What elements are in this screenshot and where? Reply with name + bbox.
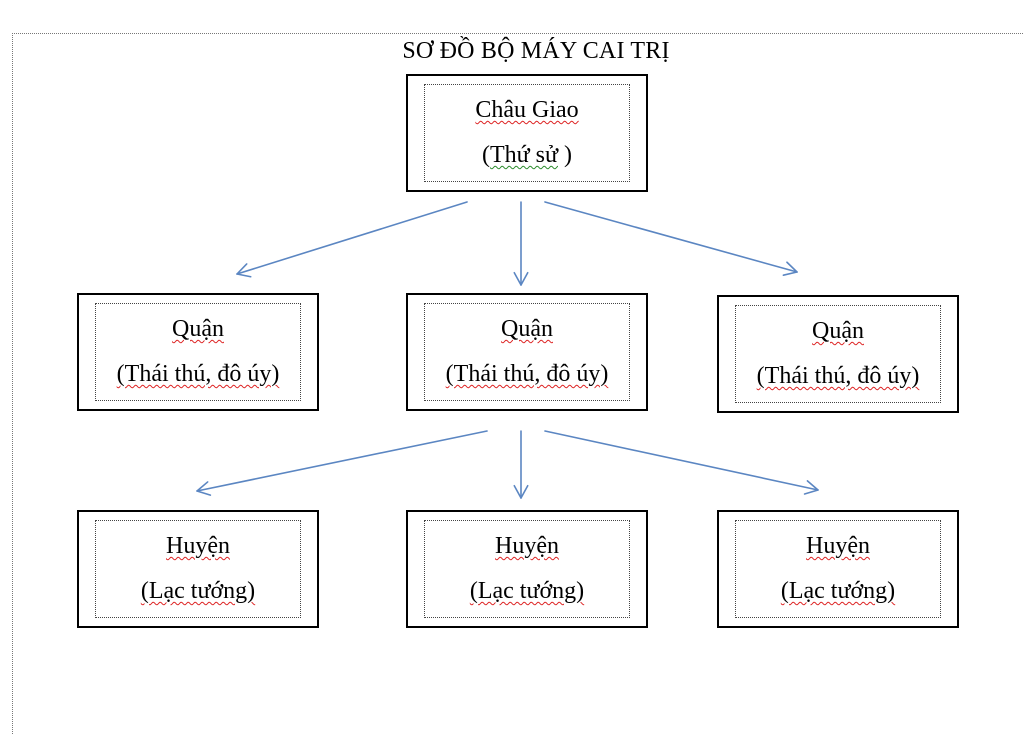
huyen-box-right: Huyện (Lạc tướng) [717, 510, 959, 628]
arrows-layer [196, 201, 819, 499]
huyen-name-right: Huyện [806, 533, 870, 559]
arrow-to-quan-center [513, 201, 529, 286]
quan-name-center: Quận [501, 316, 553, 342]
quan-inner-left: Quận (Thái thú, đô úy) [95, 303, 301, 401]
huyen-inner-center: Huyện (Lạc tướng) [424, 520, 630, 618]
quan-role-left: (Thái thú, đô úy) [116, 361, 280, 387]
page-border [12, 33, 1024, 734]
huyen-box-left: Huyện (Lạc tướng) [77, 510, 319, 628]
chau-giao-name: Châu Giao [475, 97, 579, 123]
chau-giao-role: (Thứ sử ) [481, 142, 572, 168]
huyen-role-center: (Lạc tướng) [469, 578, 585, 604]
huyen-inner-left: Huyện (Lạc tướng) [95, 520, 301, 618]
arrow-to-huyen-center [513, 430, 529, 499]
quan-box-right: Quận (Thái thú, đô úy) [717, 295, 959, 413]
huyen-name-left: Huyện [166, 533, 230, 559]
arrow-to-huyen-right [544, 430, 819, 495]
huyen-role-left: (Lạc tướng) [140, 578, 256, 604]
arrow-to-huyen-left [196, 430, 488, 496]
quan-box-center: Quận (Thái thú, đô úy) [406, 293, 648, 411]
huyen-inner-right: Huyện (Lạc tướng) [735, 520, 941, 618]
huyen-role-right: (Lạc tướng) [780, 578, 896, 604]
chau-giao-box: Châu Giao (Thứ sử ) [406, 74, 648, 192]
quan-inner-center: Quận (Thái thú, đô úy) [424, 303, 630, 401]
chau-giao-inner: Châu Giao (Thứ sử ) [424, 84, 630, 182]
huyen-box-center: Huyện (Lạc tướng) [406, 510, 648, 628]
diagram-title: SƠ ĐỒ BỘ MÁY CAI TRỊ [402, 38, 670, 64]
huyen-name-center: Huyện [495, 533, 559, 559]
quan-role-center: (Thái thú, đô úy) [445, 361, 609, 387]
quan-inner-right: Quận (Thái thú, đô úy) [735, 305, 941, 403]
quan-name-left: Quận [172, 316, 224, 342]
quan-box-left: Quận (Thái thú, đô úy) [77, 293, 319, 411]
quan-name-right: Quận [812, 318, 864, 344]
arrow-to-quan-right [544, 201, 798, 276]
arrow-to-quan-left [236, 201, 468, 278]
quan-role-right: (Thái thú, đô úy) [756, 363, 920, 389]
